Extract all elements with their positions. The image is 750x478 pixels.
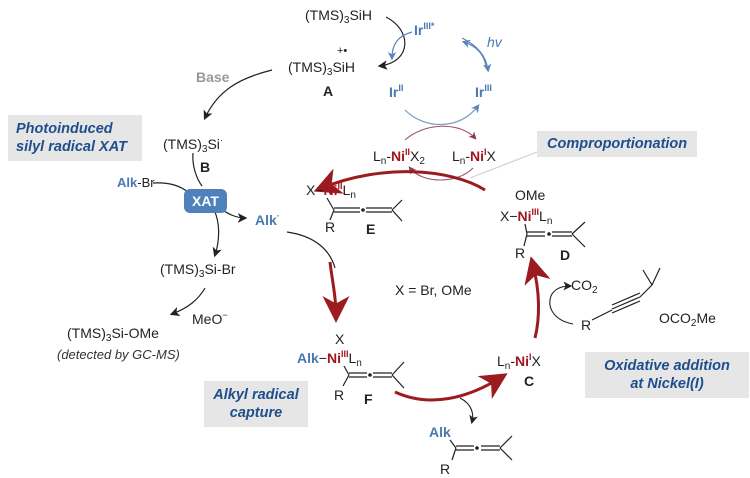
arrow-silane-to-A [377, 16, 406, 70]
product-R: R [440, 461, 451, 477]
arrow-B-down [192, 152, 203, 187]
silane-reagent: (TMS)3SiH [305, 7, 373, 26]
label-B: B [200, 159, 211, 175]
allene-F [342, 361, 405, 389]
arrow-D-to-E [313, 168, 486, 194]
intermediate-E-R: R [325, 219, 336, 235]
arrow-C-to-D [524, 256, 551, 339]
substrate-R: R [581, 317, 592, 333]
silyl-bromide: (TMS)3Si-Br [160, 261, 236, 280]
alkyl-radical: Alk· [255, 211, 280, 228]
ni-I-X: Ln-NiIX [452, 147, 496, 167]
arrow-product-release [459, 397, 478, 425]
intermediate-E-metal: X−NiIILn [306, 181, 356, 201]
label-E: E [366, 221, 376, 237]
label-D: D [560, 247, 571, 263]
arrow-alkbr-in [152, 182, 189, 193]
co2-byproduct: CO2 [571, 277, 598, 296]
allene-E [326, 197, 403, 222]
substrate-carbonate: OCO2Me [659, 310, 716, 329]
arrow-irII-to-irIII [404, 104, 480, 126]
label-F: F [364, 391, 373, 407]
radical-cation-mark: +• [337, 45, 348, 57]
x-definition: X = Br, OMe [395, 282, 472, 298]
base-label: Base [196, 69, 230, 85]
comproportionation-box: Comproportionation [537, 131, 698, 157]
arrow-F-to-C [394, 373, 508, 402]
intermediate-C: Ln-NiIX [497, 352, 541, 372]
allene-D [523, 221, 586, 248]
arrow-ir-star-to-irII [387, 31, 413, 61]
intermediate-F-R: R [334, 387, 345, 403]
arrow-xat-to-sibr [212, 209, 222, 258]
ir-III: IrIII [475, 83, 492, 100]
arrow-sibr-to-siome [169, 287, 206, 316]
xat-badge: XAT [184, 189, 227, 213]
ni-II-X2: Ln-NiIIX2 [373, 147, 425, 167]
ir-II: IrII [389, 83, 404, 100]
allene-product [449, 435, 513, 461]
propargyl-carbonate [591, 267, 661, 321]
silane-radical-cation: (TMS)3SiH [288, 59, 356, 78]
oxidative-addition-box: Oxidative addition at Nickel(I) [585, 352, 749, 398]
arrow-substrate-in [549, 281, 574, 325]
silyl-radical: (TMS)3Si· [163, 135, 223, 155]
alkyl-bromide: Alk-Br [117, 175, 155, 190]
ir-excited: IrIII* [414, 21, 435, 38]
gc-ms-note: (detected by GC-MS) [57, 347, 180, 362]
intermediate-D-metal: X−NiIIILn [500, 207, 553, 227]
intermediate-D-ome: OMe [515, 187, 546, 203]
hv-label: hv [487, 34, 502, 50]
product-alk: Alk [429, 424, 451, 440]
alkyl-radical-capture-box: Alkyl radical capture [204, 381, 308, 427]
label-A: A [323, 83, 334, 99]
photoinduced-xat-box: Photoinduced silyl radical XAT [8, 115, 142, 161]
silyl-methyl-ether: (TMS)3Si-OMe [67, 325, 159, 344]
arrow-A-to-B [203, 69, 273, 121]
arrow-alk-to-F [286, 231, 336, 269]
arrow-niII-to-niI [404, 125, 477, 141]
arrow-E-to-F [322, 261, 350, 323]
methoxide: MeO− [192, 310, 228, 327]
intermediate-D-R: R [515, 245, 526, 261]
intermediate-F-x: X [335, 331, 345, 347]
label-C: C [524, 373, 535, 389]
intermediate-F-metal: Alk−NiIIILn [297, 349, 362, 369]
